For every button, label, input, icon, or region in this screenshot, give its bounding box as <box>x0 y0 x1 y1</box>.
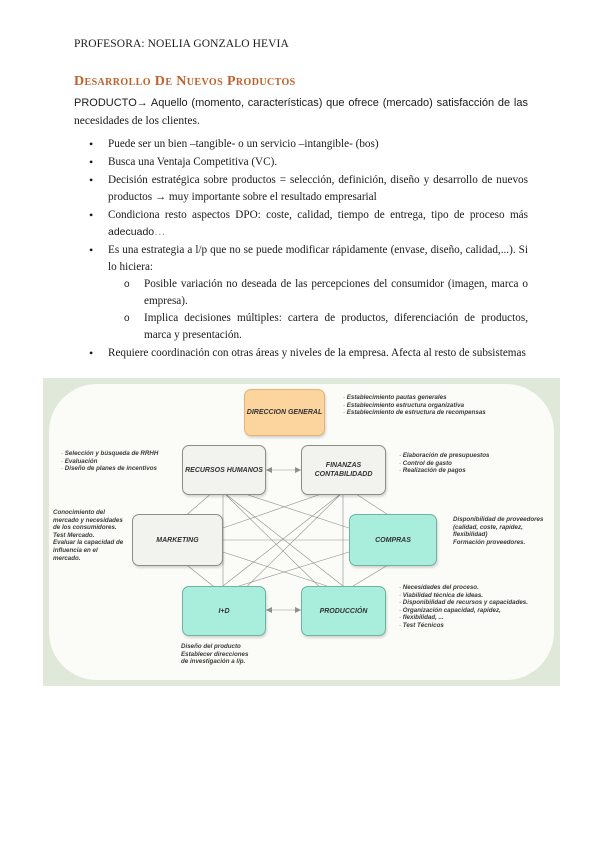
box-finanzas-contabilidad: FINANZAS CONTABILIDADD <box>301 445 386 495</box>
sub-bullet-item: Posible variación no deseada de las perc… <box>124 276 528 310</box>
connector-line <box>238 491 350 529</box>
note-rrhh: Selección y búsqueda de RRHH Evaluación … <box>61 450 159 473</box>
connector-line <box>352 491 394 519</box>
box-i-mas-d: I+D <box>182 586 266 636</box>
intro-paragraph: PRODUCTO→ Aquello (momento, característi… <box>74 94 528 130</box>
note-direccion: Establecimiento pautas generales Estable… <box>343 394 486 417</box>
bullet-tail: adecuado <box>108 226 155 238</box>
bullet-item: Busca una Ventaja Competitiva (VC). <box>89 154 528 171</box>
connector-line <box>238 551 350 587</box>
connector-line <box>182 561 214 587</box>
arrow-head <box>295 607 301 613</box>
intro-rest: necesidades de los clientes. <box>74 115 200 127</box>
section-title: Desarrollo De Nuevos Productos <box>74 74 296 89</box>
ellipsis: … <box>154 226 166 238</box>
connector-line <box>352 561 394 587</box>
intro-lead: PRODUCTO→ Aquello (momento, característi… <box>74 97 528 109</box>
arrow-head <box>266 607 272 613</box>
box-recursos-humanos: RECURSOS HUMANOS <box>182 445 266 495</box>
note-finanzas: Elaboración de presupuestos Control de g… <box>399 452 490 475</box>
arrow-head <box>295 467 301 473</box>
box-marketing: MARKETING <box>132 514 223 566</box>
note-produccion: Necesidades del proceso. Viabilidad técn… <box>399 584 528 630</box>
box-direccion-general: DIRECCION GENERAL <box>244 389 325 436</box>
arrow-head <box>266 467 272 473</box>
note-i-mas-d: Diseño del producto Establecer direccion… <box>181 643 249 666</box>
connector-line <box>222 491 344 587</box>
page-header: PROFESORA: NOELIA GONZALO HEVIA <box>74 38 289 50</box>
bullet-item: Puede ser un bien –tangible- o un servic… <box>89 136 528 153</box>
note-marketing: Conocimiento del mercado y necesidades d… <box>53 509 124 562</box>
connector-line <box>222 491 328 529</box>
bullet-item: Decisión estratégica sobre productos = s… <box>89 172 528 206</box>
connector-line <box>182 491 214 519</box>
sub-bullet-item: Implica decisiones múltiples: cartera de… <box>124 310 528 344</box>
bullet-list: Puede ser un bien –tangible- o un servic… <box>74 136 528 363</box>
bullet-item: Es una estrategia a l/p que no se puede … <box>89 242 528 344</box>
connector-line <box>222 551 328 587</box>
note-compras: Disponibilidad de proveedores (calidad, … <box>453 516 544 546</box>
bullet-item: Condiciona resto aspectos DPO: coste, ca… <box>89 207 528 241</box>
connector-lines <box>182 467 394 613</box>
box-compras: COMPRAS <box>349 514 437 566</box>
sub-bullet-list: Posible variación no deseada de las perc… <box>108 276 528 344</box>
bullet-item: Requiere coordinación con otras áreas y … <box>89 345 528 362</box>
box-produccion: PRODUCCIÓN <box>301 586 386 636</box>
org-diagram: DIRECCION GENERAL RECURSOS HUMANOS FINAN… <box>43 378 560 686</box>
